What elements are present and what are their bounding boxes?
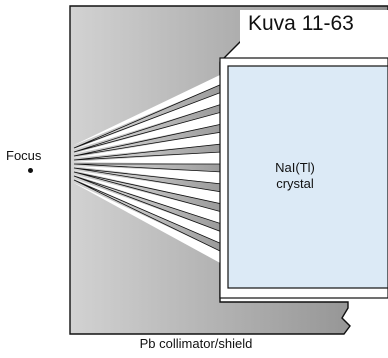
- nai-crystal: [227, 65, 388, 289]
- focus-label: Focus: [6, 148, 42, 163]
- collimator-septa: [73, 83, 223, 253]
- figure-label: Kuva 11-63: [240, 10, 388, 44]
- collimator-label: Pb collimator/shield: [139, 336, 253, 351]
- crystal-label: NaI(Tl) crystal: [250, 160, 340, 192]
- collimator-holes: [72, 74, 222, 264]
- crystal-label-line2: crystal: [276, 176, 314, 191]
- crystal-label-line1: NaI(Tl): [275, 160, 315, 175]
- lead-shield: [69, 5, 388, 335]
- focus-point: [28, 168, 33, 173]
